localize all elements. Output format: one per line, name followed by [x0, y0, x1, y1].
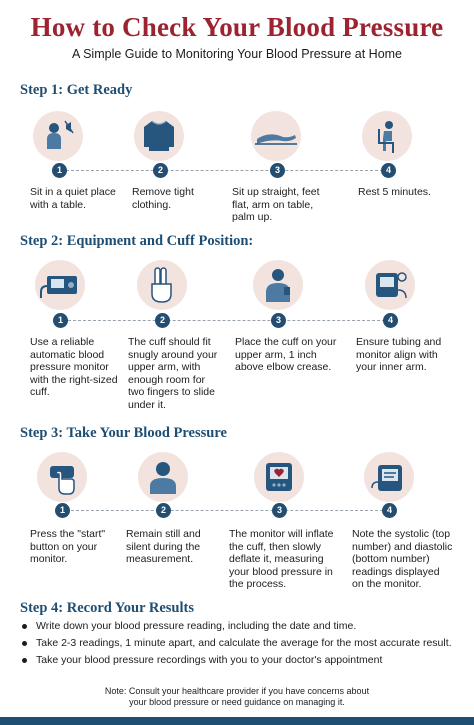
step-description: Place the cuff on your upper arm, 1 inch…: [235, 336, 337, 373]
step-number-badge: 1: [52, 163, 67, 178]
tubing-monitor-icon: [365, 260, 415, 310]
section-title-equipment: Step 2: Equipment and Cuff Position:: [20, 233, 254, 249]
section-title-record-results: Step 4: Record Your Results: [20, 600, 194, 616]
step-description: The monitor will inflate the cuff, then …: [229, 528, 334, 590]
arm-on-table-icon: [251, 111, 301, 161]
step-connector-line: [66, 510, 388, 511]
person-cuff-icon: [253, 260, 303, 310]
section-title-get-ready: Step 1: Get Ready: [20, 82, 133, 98]
chair-rest-icon: [362, 111, 412, 161]
step-connector-line: [66, 170, 388, 171]
shirt-icon: [134, 111, 184, 161]
list-item: Take 2-3 readings, 1 minute apart, and c…: [20, 637, 460, 649]
step-description: Rest 5 minutes.: [358, 186, 431, 198]
page-title: How to Check Your Blood Pressure: [30, 12, 444, 42]
step-number-badge: 3: [271, 313, 286, 328]
step-description: Use a reliable automatic blood pressure …: [30, 336, 118, 398]
step-description: Note the systolic (top number) and diast…: [352, 528, 453, 590]
step-description: Ensure tubing and monitor align with you…: [356, 336, 442, 373]
page-subtitle: A Simple Guide to Monitoring Your Blood …: [71, 47, 403, 61]
section-title-take-bp: Step 3: Take Your Blood Pressure: [20, 425, 227, 441]
step-description: Press the "start" button on your monitor…: [30, 528, 106, 565]
footer-note: Note: Consult your healthcare provider i…: [104, 686, 370, 707]
step-number-badge: 2: [153, 163, 168, 178]
footer-bar: [0, 717, 474, 725]
monitor-reading-icon: [364, 452, 414, 502]
step-number-badge: 4: [382, 503, 397, 518]
step-connector-line: [68, 320, 390, 321]
step-number-badge: 4: [383, 313, 398, 328]
step-number-badge: 4: [381, 163, 396, 178]
step-number-badge: 2: [155, 313, 170, 328]
step-number-badge: 1: [55, 503, 70, 518]
step-description: Sit up straight, feet flat, arm on table…: [232, 186, 320, 223]
results-list: Write down your blood pressure reading, …: [20, 620, 460, 671]
press-button-icon: [37, 452, 87, 502]
list-item: Write down your blood pressure reading, …: [20, 620, 460, 632]
step-number-badge: 3: [272, 503, 287, 518]
person-still-icon: [138, 452, 188, 502]
step-description: Remove tight clothing.: [132, 186, 194, 211]
list-item: Take your blood pressure recordings with…: [20, 654, 460, 666]
person-sitting-quiet-icon: [33, 111, 83, 161]
two-fingers-icon: [137, 260, 187, 310]
step-description: The cuff should fit snugly around your u…: [128, 336, 218, 411]
bp-monitor-icon: [35, 260, 85, 310]
step-number-badge: 2: [156, 503, 171, 518]
monitor-heart-icon: [254, 452, 304, 502]
step-description: Sit in a quiet place with a table.: [30, 186, 116, 211]
step-description: Remain still and silent during the measu…: [126, 528, 201, 565]
step-number-badge: 1: [53, 313, 68, 328]
step-number-badge: 3: [270, 163, 285, 178]
